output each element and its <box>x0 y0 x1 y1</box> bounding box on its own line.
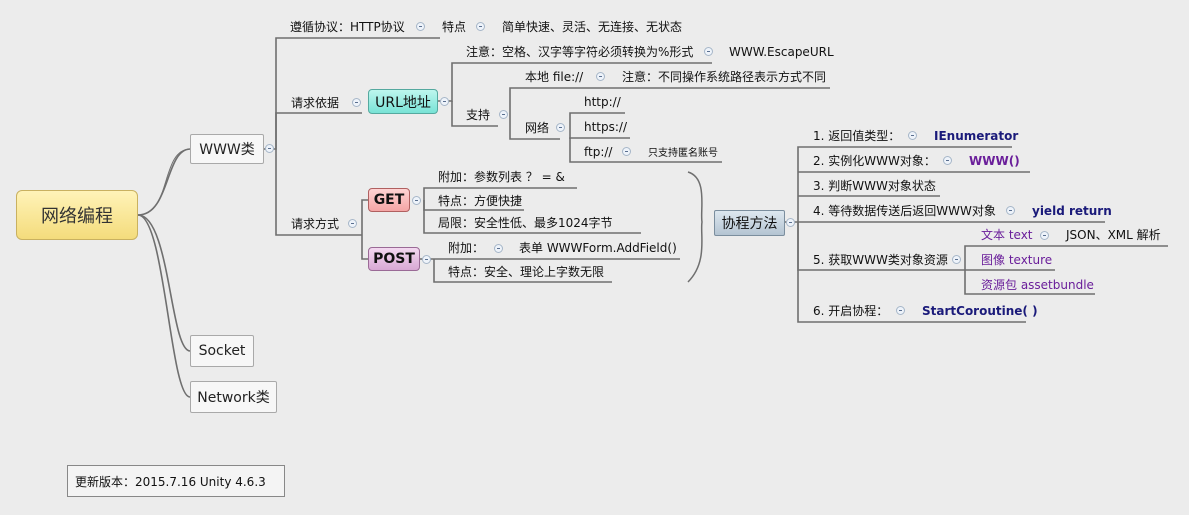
local-label: 本地 file:// <box>525 70 584 84</box>
basis-label: 请求依据 <box>291 96 340 110</box>
step6-value: StartCoroutine( ) <box>922 304 1038 318</box>
coroutine-step: 1. 返回值类型： <box>813 129 901 143</box>
ftp-note: 只支持匿名账号 <box>648 148 718 159</box>
url-note: 注意：空格、汉字等字符必须转换为%形式 <box>466 45 694 59</box>
coroutine-step: 4. 等待数据传送后返回WWW对象 <box>813 204 996 218</box>
coroutine-step: 5. 获取WWW类对象资源 <box>813 253 948 267</box>
url-collapse-icon[interactable] <box>440 97 449 106</box>
get-item: 特点：方便快捷 <box>438 194 523 208</box>
coroutine-collapse-icon[interactable] <box>786 218 795 227</box>
resource-item: 文本 text <box>981 228 1033 242</box>
step5-collapse-icon[interactable] <box>952 255 961 264</box>
step2-value: WWW() <box>969 154 1020 168</box>
methods-label: 请求方式 <box>291 217 340 231</box>
get-item: 局限：安全性低、最多1024字节 <box>438 216 613 230</box>
post-attach-label: 附加： <box>448 241 485 255</box>
www-node[interactable]: WWW类 <box>190 134 264 164</box>
socket-node[interactable]: Socket <box>190 335 254 367</box>
resource-item: 资源包 assetbundle <box>981 278 1094 292</box>
coroutine-step: 3. 判断WWW对象状态 <box>813 179 936 193</box>
step4-value: yield return <box>1032 204 1112 218</box>
coroutine-node[interactable]: 协程方法 <box>714 210 785 236</box>
text-collapse-icon[interactable] <box>1040 231 1049 240</box>
post-attach-collapse-icon[interactable] <box>494 244 503 253</box>
post-attach-value: 表单 WWWForm.AddField() <box>519 241 677 255</box>
www-collapse-icon[interactable] <box>265 144 274 153</box>
post-collapse-icon[interactable] <box>422 255 431 264</box>
step4-collapse-icon[interactable] <box>1006 206 1015 215</box>
version-box: 更新版本：2015.7.16 Unity 4.6.3 <box>67 465 285 497</box>
support-collapse-icon[interactable] <box>499 110 508 119</box>
coroutine-step: 6. 开启协程： <box>813 304 889 318</box>
network-collapse-icon[interactable] <box>556 123 565 132</box>
protocol-feature-label: 特点 <box>442 20 467 34</box>
post-node[interactable]: POST <box>368 247 420 271</box>
protocol-label: 遵循协议：HTTP协议 <box>290 20 405 34</box>
protocol-feature-collapse-icon[interactable] <box>476 22 485 31</box>
methods-collapse-icon[interactable] <box>348 219 357 228</box>
url-node[interactable]: URL地址 <box>368 89 438 114</box>
basis-collapse-icon[interactable] <box>352 98 361 107</box>
post-feature: 特点：安全、理论上字数无限 <box>448 265 605 279</box>
ftp-collapse-icon[interactable] <box>622 147 631 156</box>
step1-collapse-icon[interactable] <box>908 131 917 140</box>
resource-item: 图像 texture <box>981 253 1053 267</box>
root-node[interactable]: 网络编程 <box>16 190 138 240</box>
protocol-ftp: ftp:// <box>584 145 613 159</box>
step6-collapse-icon[interactable] <box>896 306 905 315</box>
coroutine-step: 2. 实例化WWW对象： <box>813 154 936 168</box>
network-node[interactable]: Network类 <box>190 381 277 413</box>
local-note: 注意：不同操作系统路径表示方式不同 <box>622 70 827 84</box>
get-collapse-icon[interactable] <box>412 196 421 205</box>
protocol-https: https:// <box>584 120 628 134</box>
get-node[interactable]: GET <box>368 188 410 212</box>
network-label: 网络 <box>525 121 550 135</box>
escape-url: WWW.EscapeURL <box>729 45 834 59</box>
get-item: 附加：参数列表 ？ = & <box>438 170 565 184</box>
protocol-feature-text: 简单快速、灵活、无连接、无状态 <box>502 20 683 34</box>
step2-collapse-icon[interactable] <box>943 156 952 165</box>
step1-value: IEnumerator <box>934 129 1019 143</box>
resource-extra: JSON、XML 解析 <box>1066 228 1161 242</box>
support-label: 支持 <box>466 108 491 122</box>
url-note-collapse-icon[interactable] <box>704 47 713 56</box>
protocol-collapse-icon[interactable] <box>416 22 425 31</box>
protocol-http: http:// <box>584 95 621 109</box>
local-collapse-icon[interactable] <box>596 72 605 81</box>
